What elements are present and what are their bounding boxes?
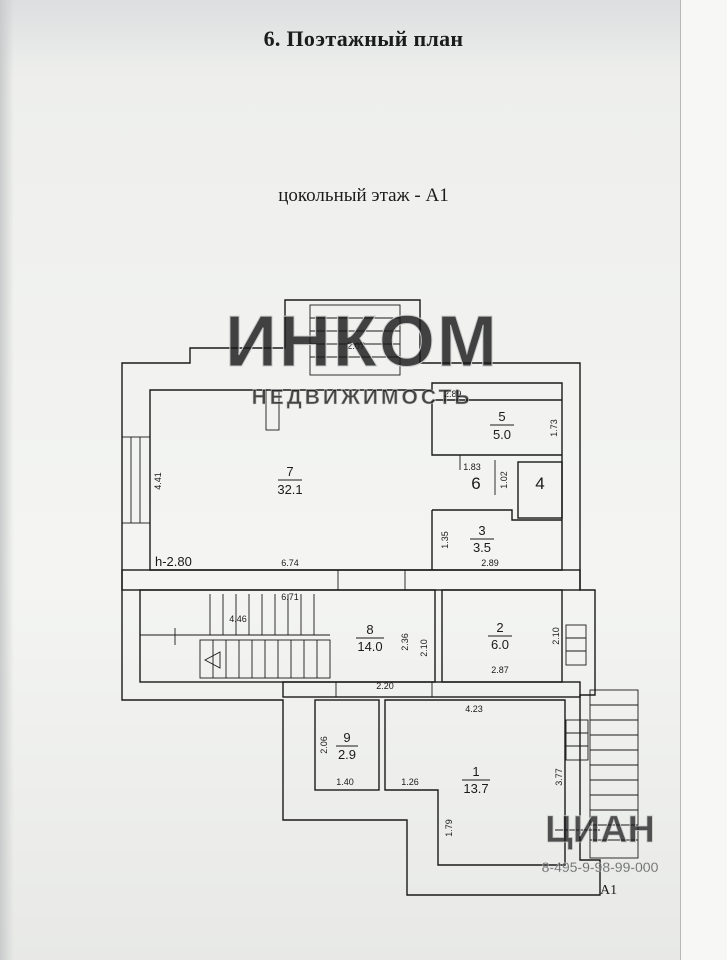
room-label-8: 8 14.0 (356, 622, 384, 654)
dim-label: 2.89 (481, 558, 499, 568)
dim-label: 1.02 (499, 471, 509, 489)
dim-label: 2.07 (347, 341, 365, 351)
room-label-4: 4 (535, 474, 544, 493)
room-area: 5.0 (493, 427, 511, 442)
room-label-6: 6 (471, 474, 480, 493)
room-number: 8 (366, 622, 373, 637)
dim-label: 1.79 (444, 819, 454, 837)
dim-label: 3.77 (554, 768, 564, 786)
stair-room-8 (139, 589, 436, 683)
document-title: 6. Поэтажный план (263, 26, 464, 51)
dim-label: 4.23 (465, 704, 483, 714)
room-2-window (565, 624, 587, 666)
room-label-9: 9 2.9 (336, 730, 358, 762)
room-number: 2 (496, 620, 503, 635)
page-shadow-edge (0, 0, 14, 960)
room-number: 5 (498, 409, 505, 424)
room-area: 14.0 (357, 639, 382, 654)
room-area: 2.9 (338, 747, 356, 762)
room-number: 3 (478, 523, 485, 538)
external-stair (555, 689, 639, 859)
dim-label: 2.10 (551, 627, 561, 645)
outer-wall (121, 299, 601, 896)
room-area: 3.5 (473, 540, 491, 555)
dim-label: 6.71 (281, 592, 299, 602)
room-3-wall (431, 509, 562, 570)
left-window (121, 436, 151, 524)
top-entrance-stairs (265, 304, 401, 431)
floor-subtitle: цокольный этаж - А1 (278, 185, 449, 206)
dim-label: 2.89 (444, 389, 462, 399)
room-label-1: 1 13.7 (462, 764, 490, 796)
room-number: 7 (286, 464, 293, 479)
dim-label: 1.26 (401, 777, 419, 787)
dim-label: 1.35 (440, 531, 450, 549)
dim-label: 1.83 (463, 462, 481, 472)
room-1-wall (384, 699, 566, 866)
room-label-2: 2 6.0 (488, 620, 512, 652)
room-label-7: 7 32.1 (277, 464, 302, 497)
watermark-brand: ИНКОМ (225, 302, 499, 382)
dim-label: 2.87 (491, 665, 509, 675)
watermark-corner: ЦИАН (545, 809, 655, 851)
watermark-sub: НЕДВИЖИМОСТЬ (252, 386, 473, 409)
room-label-3: 3 3.5 (470, 523, 494, 555)
dim-label: 2.20 (376, 681, 394, 691)
room-area: 6.0 (491, 637, 509, 652)
room-label-5: 5 5.0 (490, 409, 514, 442)
room-1-window (565, 719, 589, 761)
axis-label: А1 (600, 883, 617, 898)
room-5-wall (431, 399, 562, 456)
dim-label: 1.40 (336, 777, 354, 787)
dim-label: 2.06 (319, 736, 329, 754)
adjacent-page-edge (680, 0, 727, 960)
dim-label: 2.10 (419, 639, 429, 657)
room-number: 1 (472, 764, 479, 779)
dim-label: 1.73 (549, 419, 559, 437)
room-number: 9 (343, 730, 350, 745)
room-area: 13.7 (463, 781, 488, 796)
room-area: 32.1 (277, 482, 302, 497)
dim-label: 6.74 (281, 558, 299, 568)
lower-partition (282, 681, 581, 698)
room-9-wall (314, 699, 380, 791)
room-4-wall (517, 461, 563, 519)
middle-wall (121, 569, 581, 591)
watermark-phone: 8-495-9-98-99-000 (542, 859, 659, 875)
dim-label: 4.46 (229, 614, 247, 624)
ceiling-height-label: h-2.80 (155, 554, 192, 569)
dim-label: 4.41 (153, 472, 163, 490)
dim-label: 2.36 (400, 633, 410, 651)
